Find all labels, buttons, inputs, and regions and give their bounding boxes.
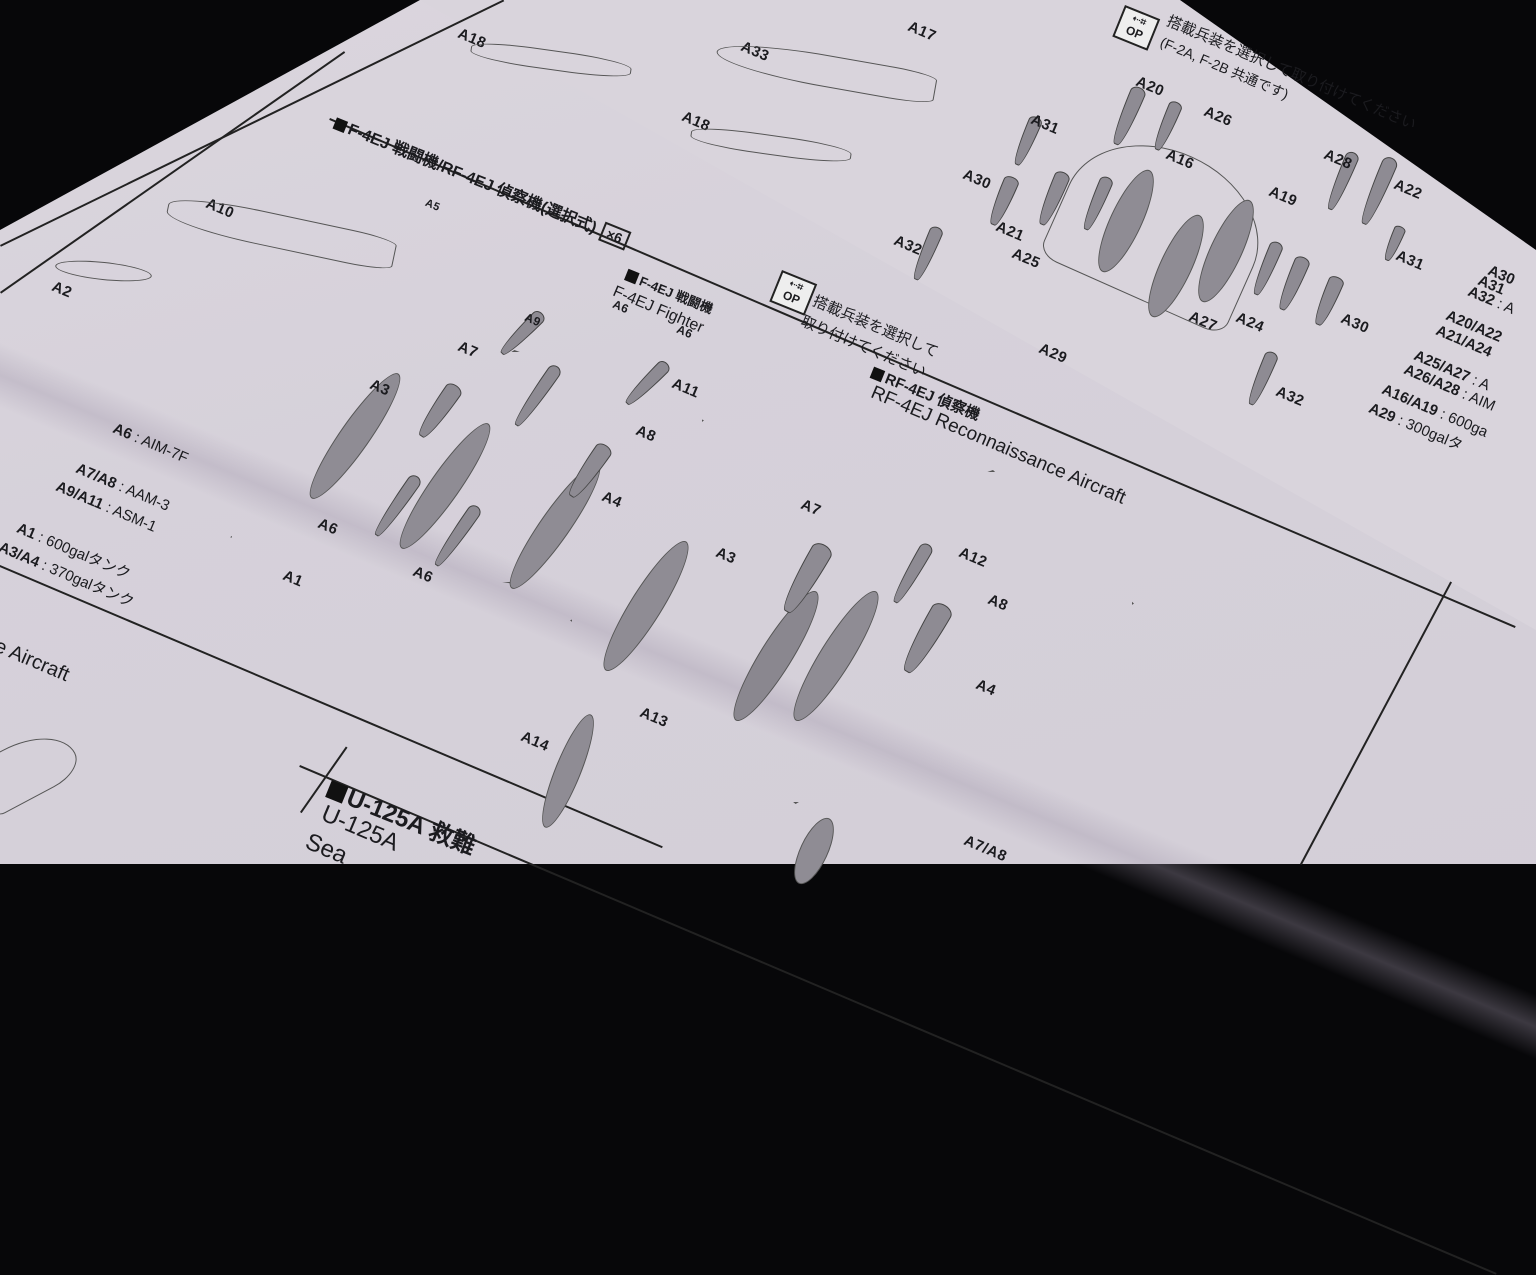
instruction-sheet: A18 A33 A17 A18 ⇠⌗OP 搭載兵装を選択して取り付けてください …	[0, 0, 1536, 1275]
